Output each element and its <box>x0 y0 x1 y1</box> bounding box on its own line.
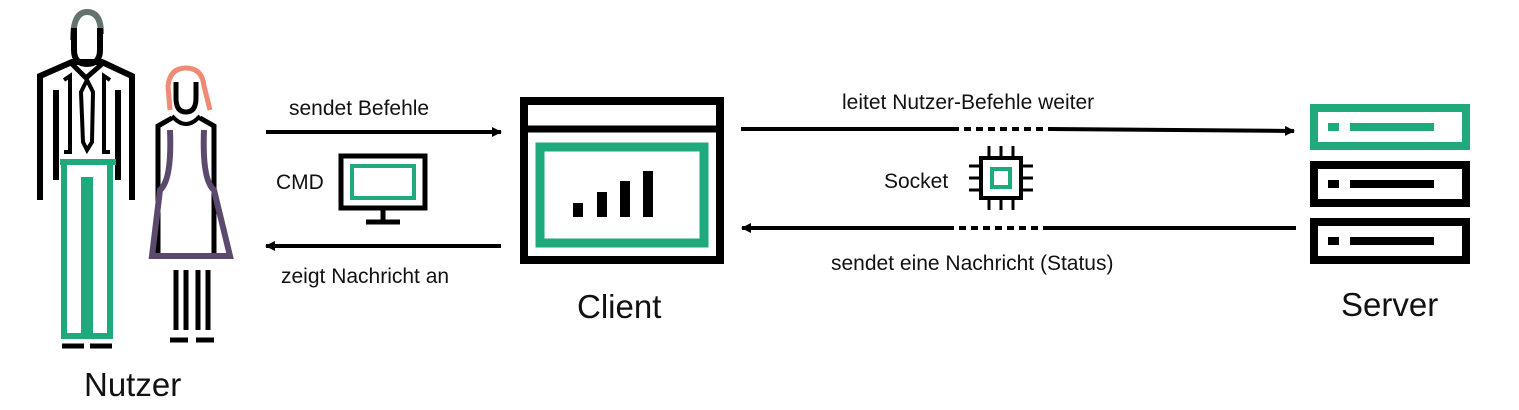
label-sendet-befehle: sendet Befehle <box>289 97 430 120</box>
label-sendet-status: sendet eine Nachricht (Status) <box>831 252 1114 275</box>
man-figure <box>37 8 135 349</box>
label-zeigt-nachricht: zeigt Nachricht an <box>281 265 450 288</box>
man-and-woman-icon <box>37 8 234 349</box>
monitor-icon <box>338 153 428 225</box>
arrow-leitet-weiter <box>741 125 1295 136</box>
app-window-bar-chart-icon <box>520 97 724 264</box>
label-nutzer: Nutzer <box>84 366 182 403</box>
label-client: Client <box>577 288 662 325</box>
label-cmd: CMD <box>276 171 324 194</box>
server-rack-icon <box>1310 104 1470 264</box>
woman-figure <box>148 65 234 343</box>
chip-icon <box>969 146 1033 210</box>
label-leitet-weiter: leitet Nutzer-Befehle weiter <box>842 91 1095 114</box>
label-socket: Socket <box>884 170 949 193</box>
label-server: Server <box>1341 286 1439 323</box>
